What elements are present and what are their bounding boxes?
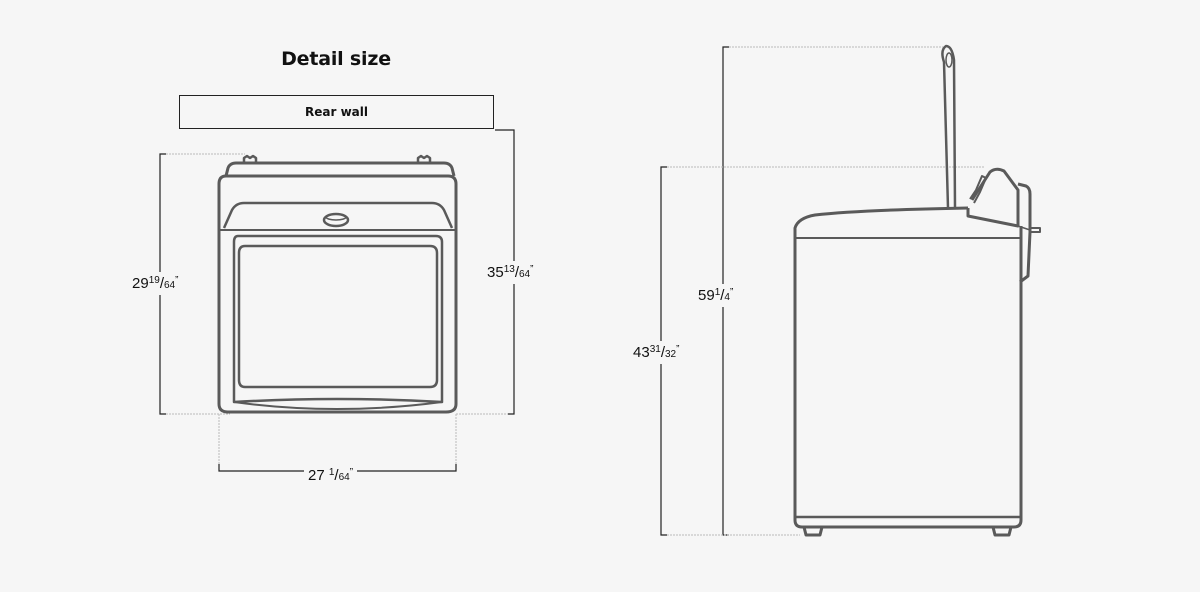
front-dimension-lines [159,129,515,472]
dim-denominator: 64 [163,280,176,291]
dim-front-width: 27 1/64” [304,464,358,487]
dim-slash: / [514,264,519,281]
dim-slash: / [660,344,665,361]
dim-front-height: 2919/64” [128,272,183,295]
dim-whole: 27 [308,467,325,484]
dim-slash: / [720,287,725,304]
dim-whole: 29 [132,275,149,292]
dim-slash: / [159,275,164,292]
washer-side-view [793,44,1041,537]
dim-denominator: 32 [664,349,677,360]
rear-wall-box: Rear wall [179,95,494,129]
dim-unit: ” [175,275,179,286]
dim-numerator: 1 [328,467,335,478]
dim-denominator: 64 [338,472,350,483]
dim-side-height-lid-open: 591/4” [694,284,738,307]
dim-unit: ” [729,287,734,298]
dim-numerator: 13 [503,264,515,275]
dim-numerator: 1 [714,287,721,298]
dim-whole: 43 [633,344,650,361]
dim-slash: / [334,467,339,484]
dim-denominator: 64 [518,269,531,280]
dim-whole: 59 [698,287,715,304]
dim-numerator: 19 [148,275,160,286]
dim-whole: 35 [487,264,504,281]
dim-unit: ” [530,264,534,275]
dim-front-depth: 3513/64” [483,261,538,284]
dim-unit: ” [349,467,354,478]
washer-front-view [217,154,458,414]
dim-side-height-closed: 4331/32” [629,341,684,364]
dim-numerator: 31 [649,344,661,355]
page-title: Detail size [281,48,391,70]
dim-unit: ” [676,344,680,355]
dim-denominator: 4 [724,292,730,303]
